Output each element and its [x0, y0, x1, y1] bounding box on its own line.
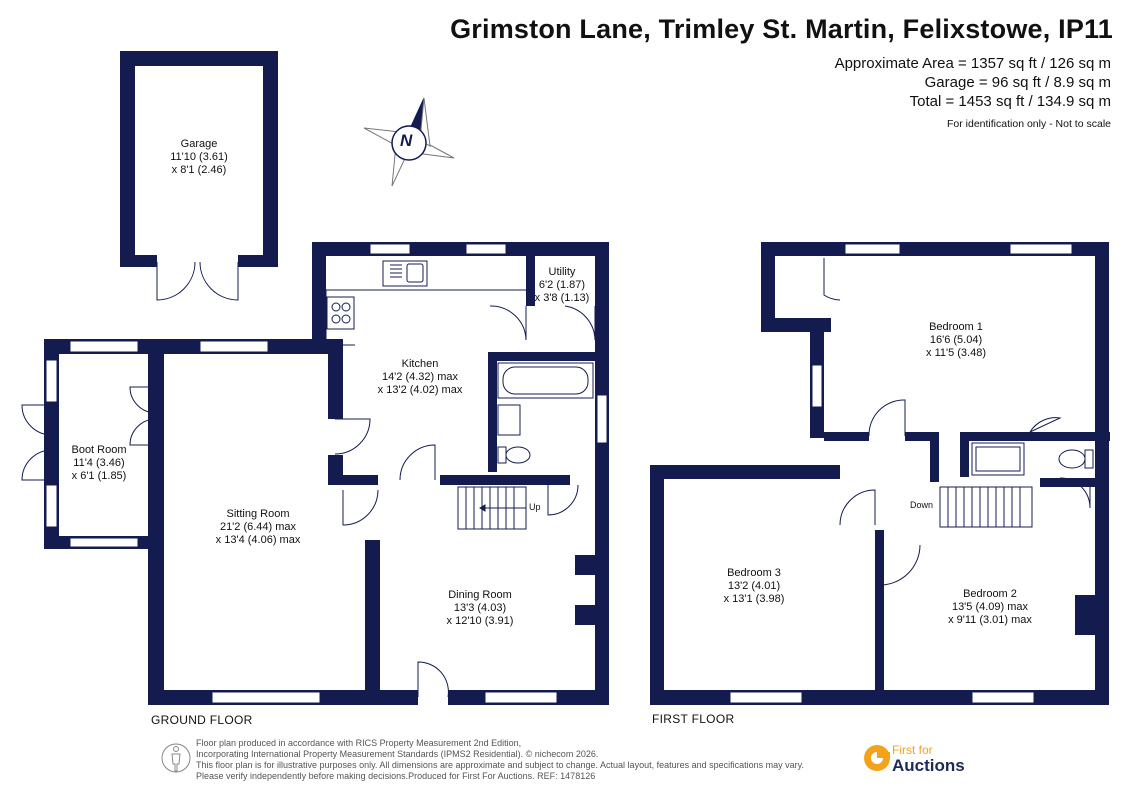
floor-label-ground: GROUND FLOOR	[151, 713, 253, 727]
brand-line-1: First for	[892, 743, 933, 757]
kitchen-fixtures	[325, 260, 526, 346]
footer-disclaimer: Floor plan produced in accordance with R…	[196, 738, 804, 781]
compass-icon	[363, 97, 455, 187]
bathroom-fixtures	[497, 362, 1094, 476]
stairs-first	[939, 486, 1033, 528]
brand-line-2: Auctions	[892, 756, 965, 775]
doors	[21, 258, 1091, 698]
area-line-approximate: Approximate Area = 1357 sq ft / 126 sq m	[834, 55, 1111, 72]
area-line-garage: Garage = 96 sq ft / 8.9 sq m	[924, 74, 1111, 91]
area-summary: Approximate Area = 1357 sq ft / 126 sq m…	[835, 54, 1111, 134]
stairs-up-label: Up	[529, 502, 541, 512]
person-icon	[161, 743, 191, 773]
area-line-total: Total = 1453 sq ft / 134.9 sq m	[909, 93, 1111, 110]
brand-logo-icon	[864, 745, 890, 771]
compass-letter: N	[400, 131, 413, 150]
stairs-down-label: Down	[910, 500, 934, 510]
floor-label-first: FIRST FLOOR	[652, 712, 735, 726]
windows	[45, 243, 1073, 704]
scale-note: For identification only - Not to scale	[947, 118, 1111, 130]
stairs-ground	[457, 486, 527, 530]
page-title: Grimston Lane, Trimley St. Martin, Felix…	[450, 14, 1113, 44]
